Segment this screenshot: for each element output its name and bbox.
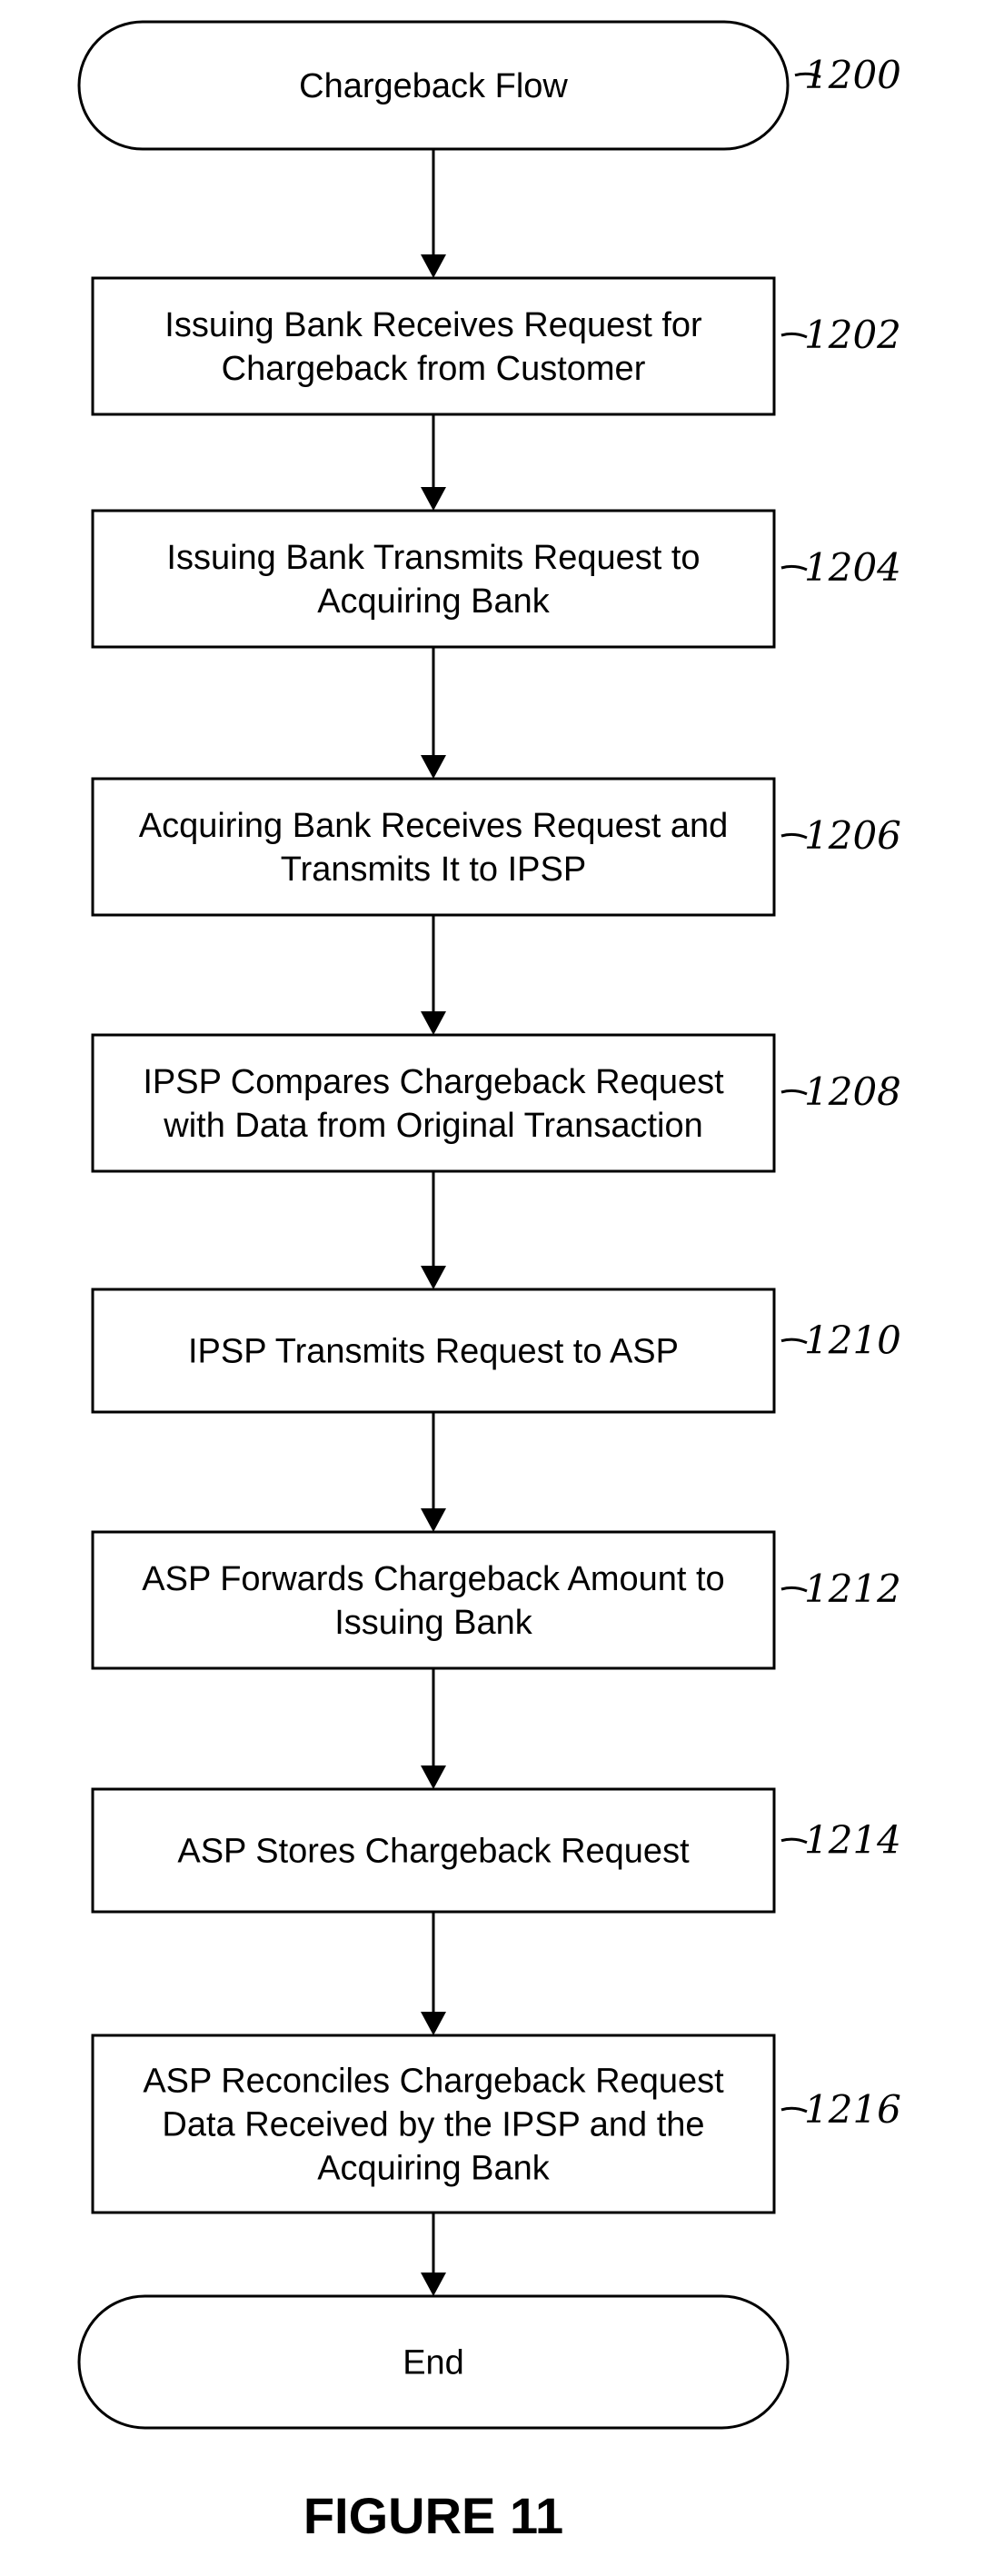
flow-connectors — [421, 149, 446, 2296]
flow-arrowhead — [421, 487, 446, 511]
reference-numeral: 1206 — [804, 813, 901, 858]
process-box: ASP Reconciles Chargeback RequestData Re… — [93, 2035, 901, 2213]
reference-numeral: 1200 — [804, 53, 901, 97]
step-label-line: Issuing Bank — [334, 1604, 533, 1642]
flow-arrowhead — [421, 2012, 446, 2035]
reference-numeral: 1204 — [804, 545, 901, 590]
reference-numeral: 1202 — [804, 313, 901, 357]
process-shape — [93, 779, 774, 915]
step-label-line: Data Received by the IPSP and the — [162, 2106, 704, 2144]
step-label-line: Acquiring Bank Receives Request and — [139, 807, 729, 845]
step-label-line: End — [403, 2344, 464, 2382]
step-label-line: Acquiring Bank — [317, 2150, 551, 2188]
step-label-line: ASP Stores Chargeback Request — [177, 1833, 690, 1871]
step-label-line: IPSP Transmits Request to ASP — [188, 1333, 679, 1371]
reference-numeral: 1214 — [804, 1818, 901, 1863]
reference-leader — [781, 333, 807, 337]
process-box: Issuing Bank Transmits Request to Acquiri… — [93, 511, 901, 647]
reference-numeral: 1212 — [804, 1566, 901, 1611]
step-label-line: Chargeback from Customer — [222, 350, 646, 388]
step-label-line: ASP Forwards Chargeback Amount to — [142, 1560, 724, 1598]
flow-arrowhead — [421, 1765, 446, 1789]
reference-leader — [781, 2108, 807, 2112]
reference-leader — [781, 834, 807, 838]
step-label-line: Issuing Bank Receives Request for — [164, 306, 702, 344]
process-box: IPSP Compares Chargeback Request with Dat… — [93, 1035, 901, 1171]
process-box: Acquiring Bank Receives Request andTrans… — [93, 779, 901, 915]
flow-arrowhead — [421, 254, 446, 278]
process-box: ASP Stores Chargeback Request 1214 — [93, 1789, 901, 1912]
process-box: IPSP Transmits Request to ASP 1210 — [93, 1289, 901, 1412]
reference-leader — [781, 566, 807, 570]
flow-arrowhead — [421, 1508, 446, 1532]
step-label-line: with Data from Original Transaction — [163, 1107, 702, 1145]
reference-leader — [781, 1339, 807, 1343]
step-label-line: Chargeback Flow — [299, 67, 568, 105]
step-label-line: IPSP Compares Chargeback Request — [143, 1063, 724, 1101]
flow-nodes: Chargeback Flow 1200Issuing Bank Receives… — [79, 22, 901, 2428]
step-label-line: Transmits It to IPSP — [281, 850, 586, 889]
reference-numeral: 1210 — [804, 1318, 901, 1363]
process-shape — [93, 1532, 774, 1668]
figure-caption: FIGURE 11 — [303, 2487, 563, 2544]
flow-arrowhead — [421, 1266, 446, 1289]
reference-leader — [781, 1839, 807, 1843]
terminal-node: End — [79, 2296, 788, 2428]
process-box: ASP Forwards Chargeback Amount to Issuing… — [93, 1532, 901, 1668]
step-label-line: ASP Reconciles Chargeback Request — [143, 2063, 724, 2101]
reference-numeral: 1216 — [804, 2087, 901, 2132]
reference-leader — [781, 1090, 807, 1094]
flow-arrowhead — [421, 755, 446, 779]
process-shape — [93, 1035, 774, 1171]
flow-arrowhead — [421, 2273, 446, 2296]
process-shape — [93, 278, 774, 414]
reference-numeral: 1208 — [804, 1069, 901, 1114]
terminal-node: Chargeback Flow 1200 — [79, 22, 901, 149]
step-label-line: Acquiring Bank — [317, 582, 551, 621]
step-label-line: Issuing Bank Transmits Request to — [166, 539, 700, 577]
process-box: Issuing Bank Receives Request forChargeb… — [93, 278, 901, 414]
flow-arrowhead — [421, 1011, 446, 1035]
reference-leader — [781, 1587, 807, 1591]
process-shape — [93, 511, 774, 647]
